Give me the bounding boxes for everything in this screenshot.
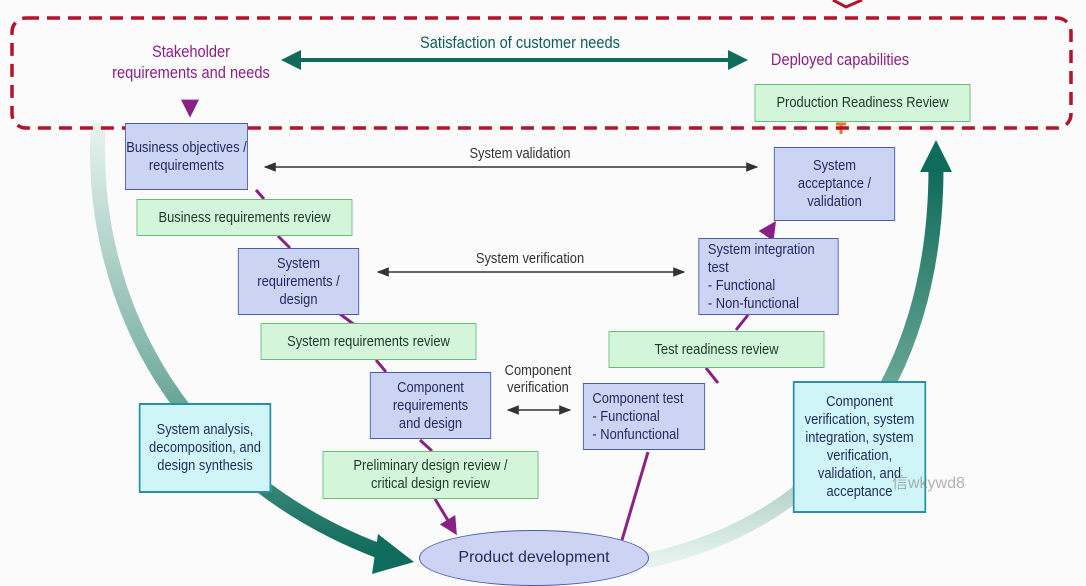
business-objectives-box: Business objectives / requirements — [125, 123, 248, 190]
system-validation-label: System validation — [469, 145, 571, 162]
system-acceptance-box: System acceptance / validation — [773, 147, 896, 221]
system-verification-label: System verification — [475, 250, 585, 267]
deployed-label: Deployed capabilities — [770, 50, 910, 69]
test-readiness-review: Test readiness review — [608, 331, 825, 368]
system-integration-test-box: System integration test - Functional - N… — [698, 238, 839, 315]
left-curved-arrow-head — [372, 534, 414, 574]
system-requirements-box: System requirements / design — [237, 248, 360, 315]
highlight-corner-mark — [832, 0, 863, 9]
right-curved-arrow-head — [920, 140, 952, 172]
product-development-oval: Product development — [419, 530, 649, 586]
component-test-box: Component test - Functional - Nonfunctio… — [582, 383, 706, 450]
component-verification-label: Component verification — [504, 362, 572, 396]
v-line-left — [254, 189, 457, 536]
satisfaction-label: Satisfaction of customer needs — [420, 33, 620, 52]
component-requirements-box: Component requirements and design — [369, 372, 492, 439]
verification-summary-box: Component verification, system integrati… — [792, 381, 927, 513]
business-requirements-review: Business requirements review — [136, 199, 353, 236]
preliminary-design-review: Preliminary design review / critical des… — [322, 451, 539, 499]
left-curved-arrow — [90, 122, 398, 563]
v-line-right — [620, 221, 776, 541]
stakeholder-label: Stakeholder requirements and needs — [112, 42, 270, 82]
system-requirements-review: System requirements review — [260, 323, 477, 360]
watermark: 信wkywd8 — [892, 475, 965, 492]
small-arrows — [181, 99, 846, 134]
production-readiness-review: Production Readiness Review — [754, 84, 971, 122]
system-analysis-box: System analysis, decomposition, and desi… — [138, 403, 272, 493]
highlight-frame — [10, 16, 1073, 130]
